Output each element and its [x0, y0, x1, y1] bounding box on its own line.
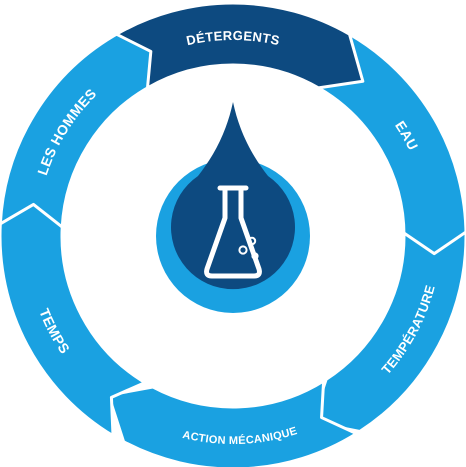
bubble: [238, 245, 248, 255]
ring-segment: [107, 379, 358, 467]
segment-label: DÉTERGENTS: [185, 28, 281, 48]
ring-segment: [0, 30, 169, 229]
ring-segment: [310, 230, 466, 433]
ring-segment: [115, 1, 365, 90]
center-drop: [156, 102, 310, 313]
flask-icon: [204, 185, 262, 279]
water-drop-icon: [171, 102, 295, 290]
bubble: [247, 236, 257, 246]
bubble: [251, 252, 259, 260]
